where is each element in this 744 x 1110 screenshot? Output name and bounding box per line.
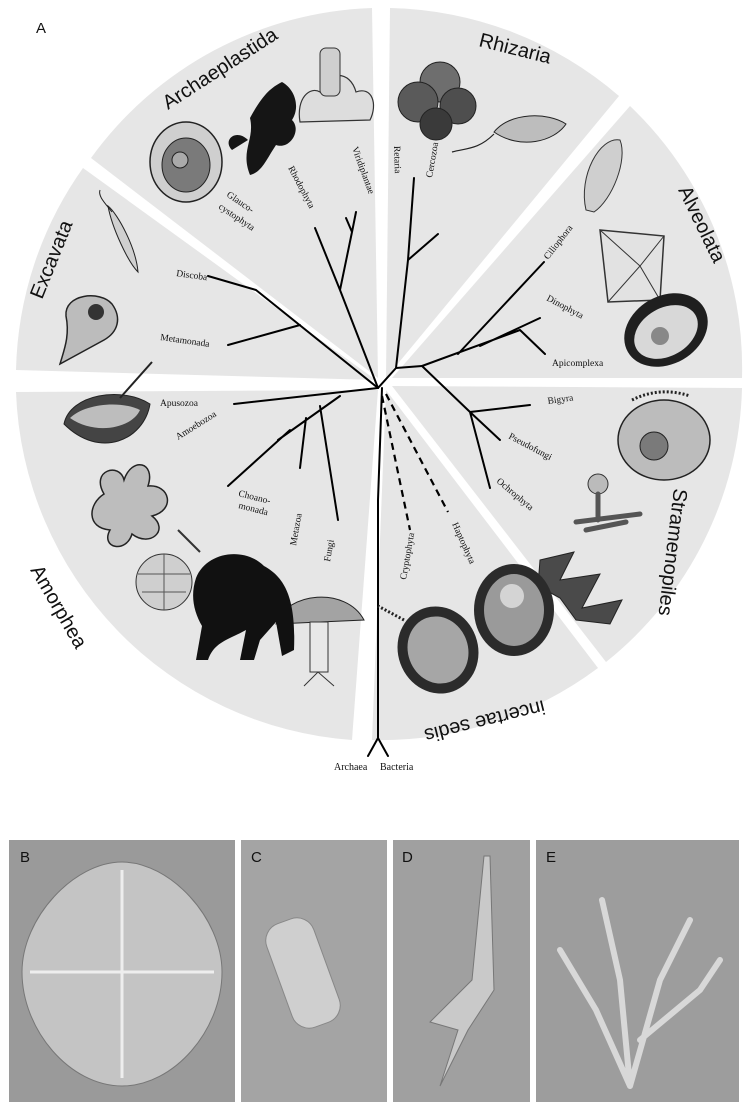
- branch-root-split: [368, 738, 388, 756]
- panel-label-c: C: [251, 849, 262, 866]
- micrograph-row: B C D E: [9, 840, 739, 1102]
- panel-label-d: D: [402, 849, 413, 866]
- panel-label-a: A: [36, 20, 46, 37]
- micrograph-e: E: [536, 840, 739, 1102]
- sector-amorphea: [16, 390, 378, 740]
- ciliate-tintinnid-illustration: [600, 230, 664, 302]
- micrograph-d: D: [393, 840, 530, 1102]
- glaucophyte-illustration: [150, 122, 222, 202]
- sector-background: [16, 8, 742, 740]
- taxon-archaea: Archaea: [334, 762, 368, 773]
- haptophyte-illustration: [474, 564, 554, 656]
- micrograph-b: B: [9, 840, 235, 1102]
- panel-label-e: E: [546, 849, 556, 866]
- taxon-retaria: Retaria: [391, 146, 402, 175]
- taxon-apicomplexa: Apicomplexa: [552, 359, 604, 369]
- micrograph-c: C: [241, 840, 387, 1102]
- taxon-apusozoa: Apusozoa: [160, 399, 199, 409]
- taxon-bacteria: Bacteria: [380, 762, 414, 773]
- panel-label-b: B: [20, 849, 30, 866]
